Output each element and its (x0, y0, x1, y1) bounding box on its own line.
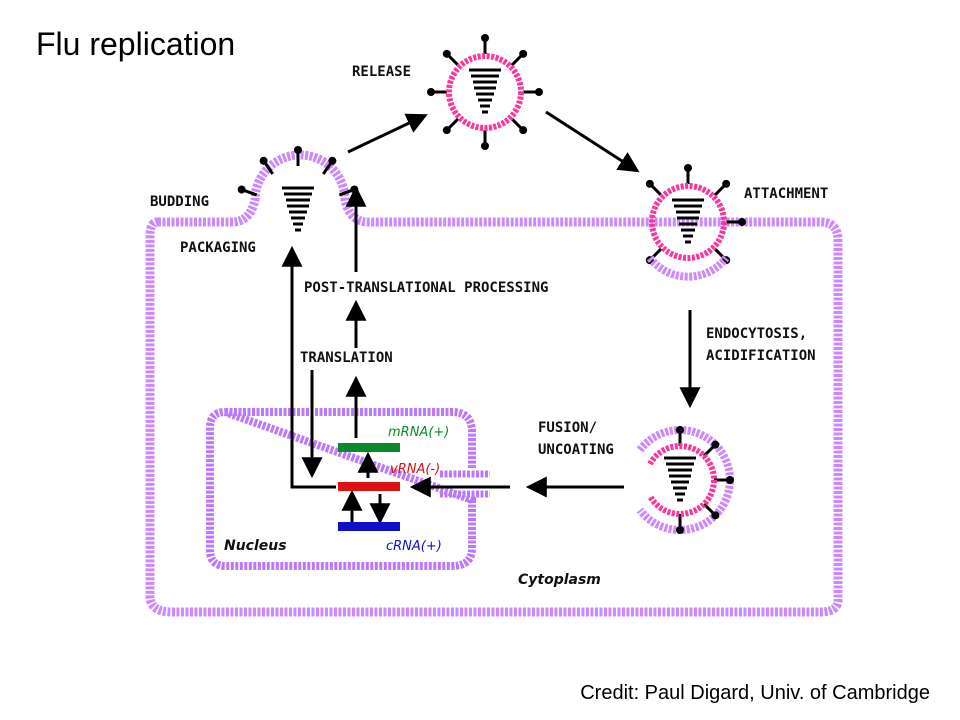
label-endocytosis-1: ENDOCYTOSIS, (706, 326, 807, 342)
label-fusion-2: UNCOATING (538, 442, 614, 458)
endosome-virion (636, 424, 736, 536)
credit-text: Credit: Paul Digard, Univ. of Cambridge (580, 682, 930, 704)
label-endocytosis-2: ACIDIFICATION (706, 348, 816, 364)
vrna-bar (338, 482, 400, 491)
label-nucleus: Nucleus (224, 538, 287, 554)
mrna-bar (338, 443, 400, 452)
label-cytoplasm: Cytoplasm (518, 572, 601, 588)
released-virion (425, 32, 545, 152)
page-title: Flu replication (36, 26, 236, 62)
label-vrna: vRNA(-) (390, 462, 440, 477)
arrows (281, 110, 701, 525)
crna-bar (338, 522, 400, 531)
label-packaging: PACKAGING (180, 240, 256, 256)
cell-membrane (145, 150, 843, 617)
label-post-translational: POST-TRANSLATIONAL PROCESSING (304, 280, 548, 296)
label-translation: TRANSLATION (300, 350, 393, 366)
label-release: RELEASE (352, 64, 411, 80)
label-attachment: ATTACHMENT (744, 186, 828, 202)
arrow-budding-to-release (347, 113, 428, 154)
label-crna: cRNA(+) (386, 539, 442, 554)
arrow-release-to-attachment (545, 110, 640, 173)
arrow-vrna-to-packaging (281, 245, 336, 489)
budding-virion (234, 144, 362, 232)
label-mrna: mRNA(+) (388, 425, 449, 440)
attaching-virion (642, 162, 748, 281)
nuclear-envelope (206, 407, 476, 570)
nuclear-pore (440, 470, 490, 498)
label-budding: BUDDING (150, 194, 209, 210)
label-fusion-1: FUSION/ (538, 420, 597, 436)
